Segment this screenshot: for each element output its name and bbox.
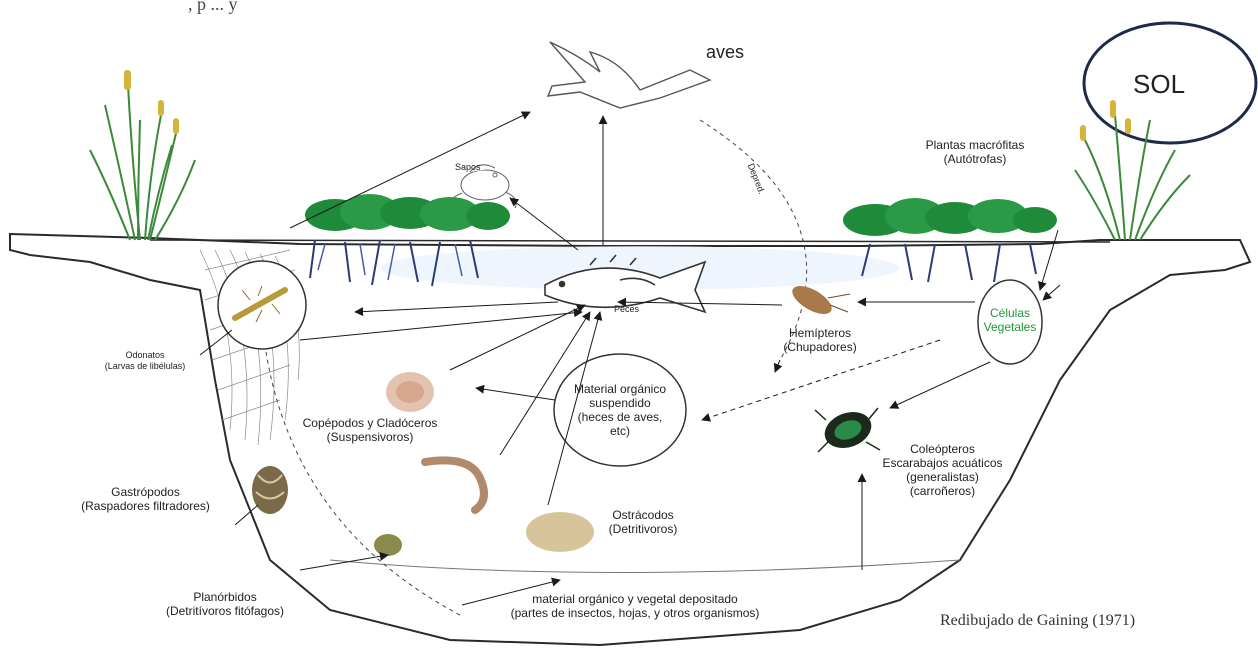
credit-caption: Redibujado de Gaining (1971) — [940, 612, 1135, 630]
plant-cells-label: Células Vegetales — [980, 306, 1040, 334]
frogs-label: Sapos — [455, 162, 481, 172]
water-surface — [150, 240, 1110, 242]
cropped-top-text: , p ... y — [188, 0, 238, 14]
bird-icon — [548, 42, 710, 108]
copepod-icon — [386, 372, 434, 412]
gastropods-label: Gastrópodos (Raspadores filtradores) — [48, 485, 243, 513]
coleoptera-label: Coleópteros Escarabajos acuáticos (gener… — [865, 442, 1020, 498]
odonata-label: Odonatos (Larvas de libélulas) — [85, 350, 205, 372]
organic-matter-label: Material orgánico suspendido (heces de a… — [562, 382, 678, 438]
copepods-label: Copépodos y Cladóceros (Suspensivoros) — [285, 416, 455, 444]
reeds-left — [90, 85, 195, 240]
hemiptera-label: Hemípteros (Chupadores) — [765, 326, 875, 354]
macrophytes-label: Plantas macrófitas (Autótrofas) — [905, 138, 1045, 166]
ostracods-label: Ostrácodos (Detritivoros) — [588, 508, 698, 536]
planorbids-label: Planórbidos (Detritívoros fitófagos) — [145, 590, 305, 618]
planorbid-icon — [374, 534, 402, 556]
sediment-label: material orgánico y vegetal depositado (… — [480, 592, 790, 620]
sun-label: SOL — [1133, 70, 1185, 98]
gastropod-icon — [252, 466, 288, 514]
birds-label: aves — [706, 42, 744, 62]
fish-label: Peces — [614, 304, 639, 314]
ostracod-icon — [526, 512, 594, 552]
